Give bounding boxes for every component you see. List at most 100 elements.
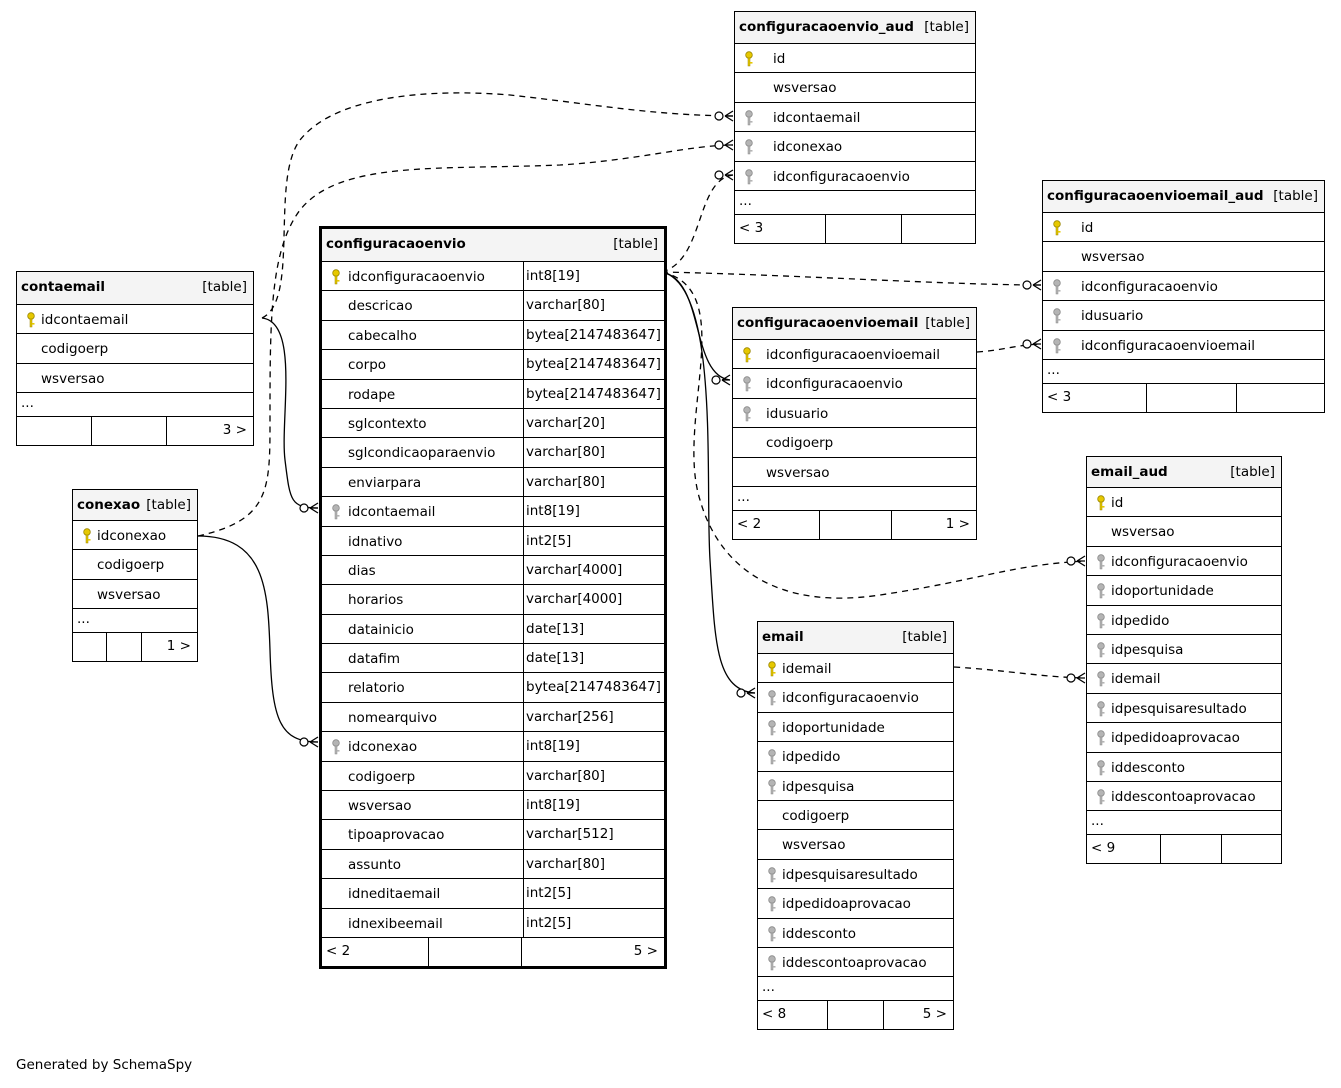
- column-row-codigoerp[interactable]: codigoerp: [73, 550, 197, 580]
- column-row-id[interactable]: id: [1087, 488, 1281, 518]
- column-row-idemail[interactable]: idemail: [1087, 664, 1281, 694]
- column-row-iddesconto[interactable]: iddesconto: [758, 919, 953, 948]
- column-row-idpesquisaresultado[interactable]: idpesquisaresultado: [1087, 694, 1281, 724]
- column-row-wsversao[interactable]: wsversao: [1087, 517, 1281, 547]
- column-row-idconfiguracaoenvio[interactable]: idconfiguracaoenvio: [733, 369, 976, 399]
- column-row-wsversao[interactable]: wsversao: [735, 73, 975, 103]
- parent-count-link[interactable]: < 3: [739, 219, 764, 236]
- column-row-idconfiguracaoenvio[interactable]: idconfiguracaoenvio: [758, 683, 953, 713]
- column-row-idpesquisa[interactable]: idpesquisa: [1087, 635, 1281, 665]
- column-row-codigoerp[interactable]: codigoerp: [17, 334, 253, 364]
- parent-count-link[interactable]: < 2: [737, 515, 762, 532]
- column-row-idemail[interactable]: idemail: [758, 654, 953, 684]
- column-name: idconfiguracaoenvio: [1081, 278, 1218, 295]
- foreign-key-icon: [741, 376, 753, 392]
- column-row-idpedido[interactable]: idpedido: [1087, 606, 1281, 635]
- child-count-link[interactable]: 1 >: [945, 515, 970, 532]
- column-row-id[interactable]: id: [1043, 213, 1324, 243]
- column-row-idpedido[interactable]: idpedido: [758, 742, 953, 772]
- column-divider: [523, 350, 524, 379]
- column-row-wsversao[interactable]: wsversao: [73, 580, 197, 610]
- foreign-key-icon: [1051, 337, 1063, 354]
- column-row-wsversao[interactable]: wsversao: [758, 830, 953, 860]
- optional-marker: [714, 170, 724, 180]
- column-name: iddescontoaprovacao: [1111, 788, 1256, 805]
- column-row-wsversao[interactable]: wsversao: [1043, 242, 1324, 272]
- column-row-idcontaemail[interactable]: idcontaemail: [17, 305, 253, 335]
- column-row-idoportunidade[interactable]: idoportunidade: [758, 713, 953, 743]
- table-header: contaemail[table]: [17, 272, 253, 305]
- column-divider: [523, 438, 524, 467]
- column-row-idpedidoaprovacao[interactable]: idpedidoaprovacao: [1087, 723, 1281, 753]
- column-row-iddesconto[interactable]: iddesconto: [1087, 753, 1281, 782]
- parent-count-link[interactable]: < 3: [1047, 388, 1072, 405]
- table-header: configuracaoenvio_aud[table]: [735, 12, 975, 44]
- child-count-link[interactable]: 3 >: [222, 422, 247, 439]
- column-row-wsversao[interactable]: wsversao: [733, 458, 976, 487]
- column-row-idusuario[interactable]: idusuario: [733, 399, 976, 429]
- ellipsis-text: ...: [762, 979, 775, 996]
- parent-count-link[interactable]: < 9: [1091, 840, 1116, 857]
- column-row-idconfiguracaoenvio[interactable]: idconfiguracaoenvio: [1087, 547, 1281, 577]
- child-count-link[interactable]: 1 >: [166, 638, 191, 655]
- column-row-idpesquisa[interactable]: idpesquisa: [758, 772, 953, 801]
- column-row-codigoerp[interactable]: codigoerp: [733, 428, 976, 458]
- column-row-idcontaemail[interactable]: idcontaemail: [735, 103, 975, 133]
- column-row-idconfiguracaoenvio[interactable]: idconfiguracaoenvio: [735, 162, 975, 191]
- column-row-idusuario[interactable]: idusuario: [1043, 301, 1324, 331]
- column-row-iddescontoaprovacao[interactable]: iddescontoaprovacao: [1087, 782, 1281, 812]
- column-row-idpedidoaprovacao[interactable]: idpedidoaprovacao: [758, 889, 953, 919]
- column-row-idconfiguracaoenvioemail[interactable]: idconfiguracaoenvioemail: [733, 340, 976, 370]
- child-count-link[interactable]: 5 >: [633, 942, 658, 959]
- column-row-idconexao[interactable]: idconexao: [735, 132, 975, 162]
- column-row-idconfiguracaoenvio[interactable]: idconfiguracaoenvio: [1043, 272, 1324, 302]
- table-configuracaoenvio[interactable]: configuracaoenvio[table]idconfiguracaoen…: [319, 226, 667, 969]
- column-row-idconexao[interactable]: idconexao: [73, 521, 197, 551]
- column-row-idpesquisaresultado[interactable]: idpesquisaresultado: [758, 860, 953, 890]
- column-name: idoportunidade: [782, 719, 885, 736]
- column-row-idconfiguracaoenvioemail[interactable]: idconfiguracaoenvioemail: [1043, 331, 1324, 360]
- child-count-link[interactable]: 5 >: [922, 1006, 947, 1023]
- many-marker: [721, 374, 731, 386]
- parent-count-link[interactable]: < 2: [326, 942, 351, 959]
- column-row-codigoerp[interactable]: codigoerp: [758, 801, 953, 831]
- column-row-iddescontoaprovacao[interactable]: iddescontoaprovacao: [758, 948, 953, 978]
- table-configuracaoenvioemail[interactable]: configuracaoenvioemail[table]idconfigura…: [732, 307, 977, 540]
- column-name: idpedido: [782, 749, 841, 766]
- column-row-idoportunidade[interactable]: idoportunidade: [1087, 576, 1281, 606]
- foreign-key-icon: [741, 406, 753, 422]
- column-row-wsversao[interactable]: wsversao: [17, 364, 253, 394]
- parent-count-link[interactable]: < 8: [762, 1006, 787, 1023]
- table-name: configuracaoenvio_aud: [739, 19, 914, 35]
- column-row-id[interactable]: id: [735, 44, 975, 74]
